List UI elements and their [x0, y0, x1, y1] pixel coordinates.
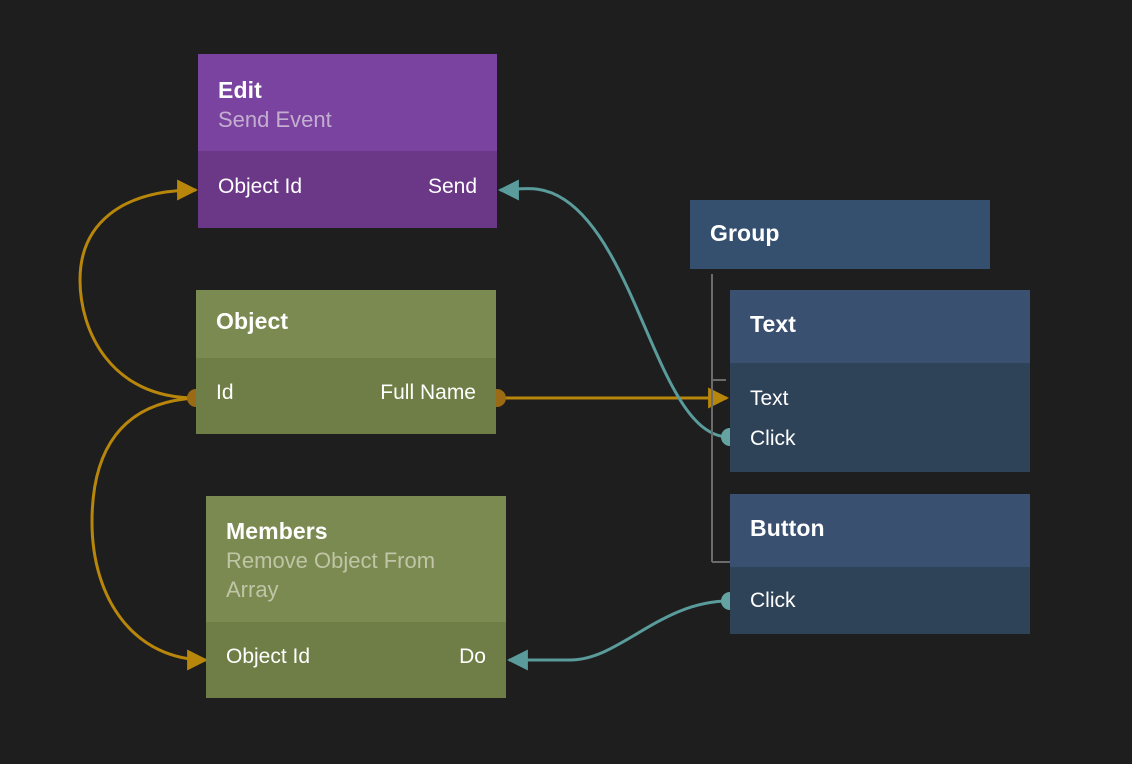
port-label-edit-object-id[interactable]: Object Id — [218, 175, 303, 198]
port-label-object-id[interactable]: Id — [216, 381, 234, 404]
node-edit-header[interactable]: Edit Send Event — [198, 54, 497, 151]
node-edit-port-row[interactable]: Object Id Send — [198, 166, 497, 208]
node-text-body: Text Click — [730, 363, 1030, 472]
node-object[interactable]: Object Id Full Name — [196, 290, 496, 434]
node-edit[interactable]: Edit Send Event Object Id Send — [198, 54, 497, 228]
node-members-header[interactable]: Members Remove Object From Array — [206, 496, 506, 622]
node-members-port-row[interactable]: Object Id Do — [206, 636, 506, 678]
wire-button-click-to-members-do — [506, 599, 730, 671]
node-button-event-row[interactable]: Click — [730, 581, 1030, 621]
node-edit-subtitle: Send Event — [218, 107, 332, 132]
node-edit-body: Object Id Send — [198, 151, 497, 228]
port-label-button-click[interactable]: Click — [750, 589, 796, 612]
node-object-port-row[interactable]: Id Full Name — [196, 372, 496, 414]
node-object-title: Object — [216, 308, 289, 334]
node-button-body: Click — [730, 567, 1030, 634]
wire-object-id-to-members-objectid — [90, 396, 209, 671]
node-members-body: Object Id Do — [206, 622, 506, 698]
port-label-edit-send[interactable]: Send — [427, 175, 477, 198]
node-button-header[interactable]: Button — [730, 494, 1030, 567]
node-object-header[interactable]: Object — [196, 290, 496, 358]
node-text-property-row[interactable]: Text — [730, 379, 1030, 419]
node-text-event-row[interactable]: Click — [730, 419, 1030, 459]
port-label-members-do[interactable]: Do — [459, 645, 486, 668]
node-group-title: Group — [710, 220, 780, 246]
node-text[interactable]: Text Text Click — [730, 290, 1030, 472]
port-label-object-full-name[interactable]: Full Name — [380, 381, 476, 404]
port-label-members-object-id[interactable]: Object Id — [226, 645, 311, 668]
node-group[interactable]: Group — [690, 200, 990, 269]
node-members-title: Members — [226, 518, 328, 544]
node-group-header[interactable]: Group — [690, 200, 990, 269]
node-button[interactable]: Button Click — [730, 494, 1030, 634]
node-edit-title: Edit — [218, 77, 262, 103]
node-members[interactable]: Members Remove Object From Array Object … — [206, 496, 506, 698]
node-object-body: Id Full Name — [196, 358, 496, 434]
node-button-title: Button — [750, 515, 825, 541]
node-members-subtitle: Remove Object From Array — [226, 548, 436, 602]
node-text-title: Text — [750, 311, 796, 337]
port-label-text-text[interactable]: Text — [750, 387, 789, 410]
port-label-text-click[interactable]: Click — [750, 427, 796, 450]
node-text-header[interactable]: Text — [730, 290, 1030, 363]
wire-object-id-to-edit-objectid — [78, 179, 199, 400]
